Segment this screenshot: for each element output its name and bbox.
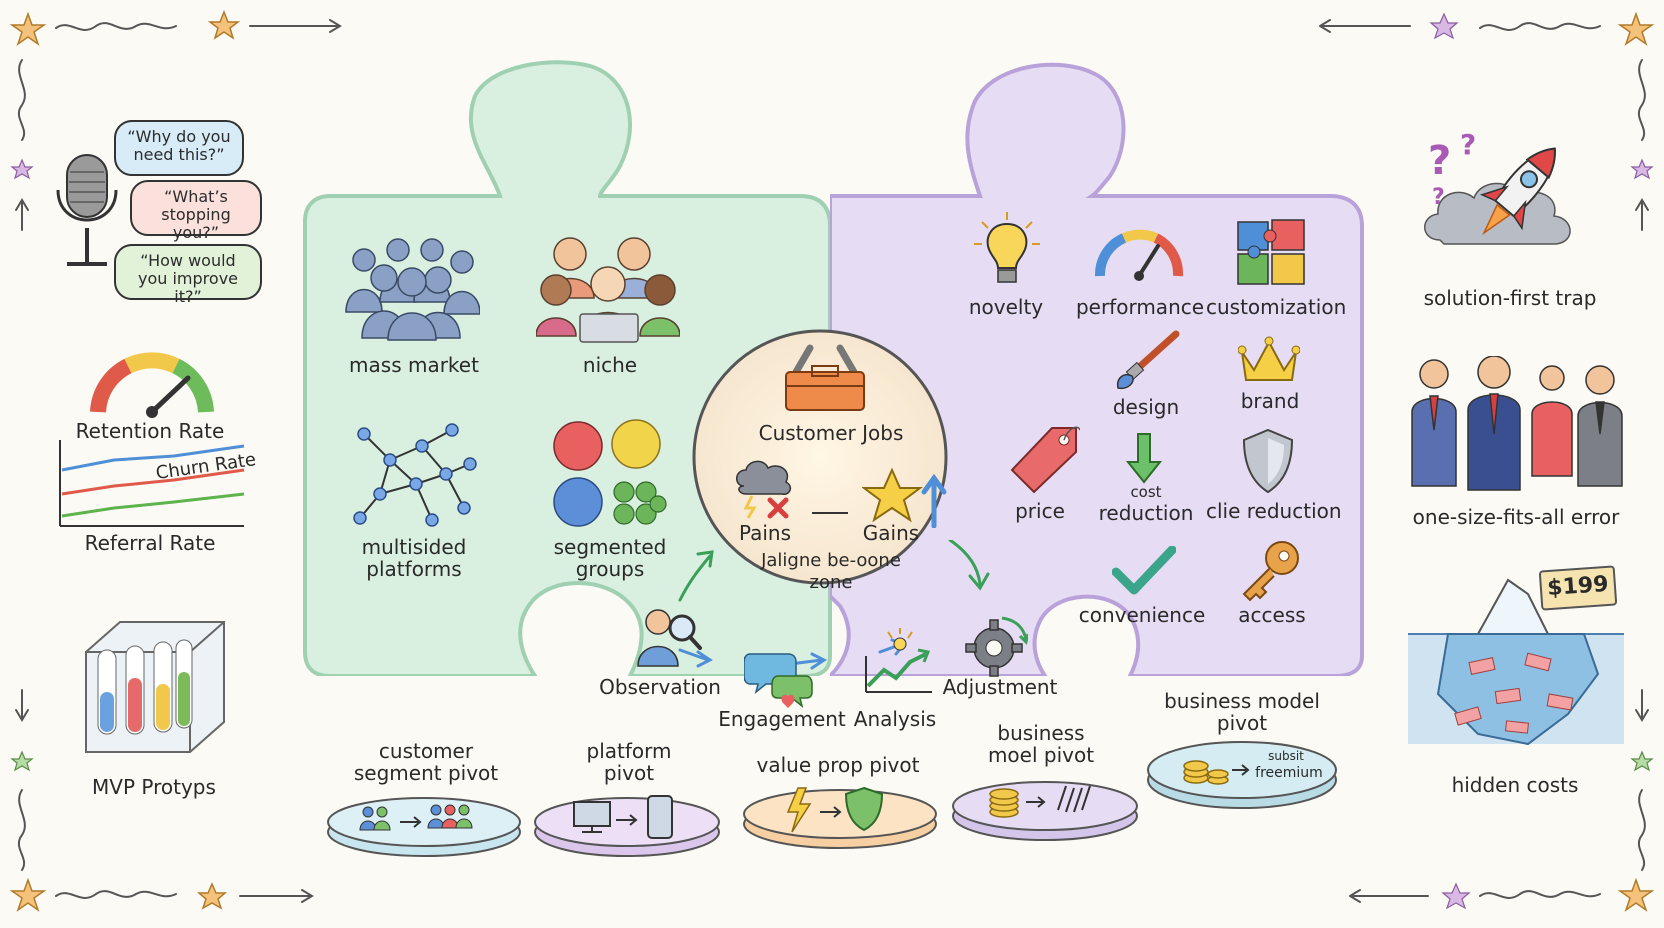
mvp-prototypes-label: MVP Protyps: [92, 775, 216, 799]
storm-cloud-icon: [736, 460, 792, 519]
adjustment-label: Adjustment: [942, 675, 1058, 699]
speedometer-icon: [1095, 229, 1184, 281]
risk-reduction-label: clie reduction: [1206, 499, 1342, 523]
test-tubes-icon: [85, 621, 225, 753]
retention-gauge-icon: [90, 352, 214, 418]
business-model-pivot-label-2: business model pivot: [1164, 689, 1320, 735]
paintbrush-icon: [1116, 330, 1180, 390]
cost-reduction-label: reduction: [1098, 501, 1194, 525]
metrics-line-chart-icon: [59, 440, 245, 527]
interview-bubble-stopping: “What’s stopping you?”: [130, 180, 262, 242]
value-prop-pivot-label: value prop pivot: [756, 753, 920, 777]
customization-label: customization: [1206, 295, 1347, 319]
mass-market-label: mass market: [349, 353, 479, 377]
chat-bubbles-icon: [744, 653, 813, 708]
hidden-costs-label: hidden costs: [1451, 773, 1579, 797]
interview-bubble-improve: “How would you improve it?”: [114, 244, 262, 306]
observation-label: Observation: [599, 675, 721, 699]
segmented-groups-label: segmented groups: [553, 535, 667, 581]
business-model-pivot-pad-2: [1147, 741, 1337, 809]
puzzle-pieces-icon: [1237, 219, 1305, 285]
microphone-icon: [56, 154, 118, 266]
price-label: price: [1015, 499, 1065, 523]
referral-rate-label: Referral Rate: [84, 531, 216, 555]
crowd-icon: [345, 238, 480, 341]
novelty-label: novelty: [968, 295, 1044, 319]
price-tag-icon: [1010, 426, 1080, 494]
performance-label: performance: [1075, 295, 1205, 319]
fit-zone-circle: [692, 329, 948, 585]
svg-text:?: ?: [1460, 130, 1476, 161]
solution-first-trap-label: solution-first trap: [1423, 286, 1597, 310]
price-tag-199-text: $199: [1546, 571, 1610, 602]
niche-group-icon: [536, 237, 680, 343]
segmented-groups-icon: [553, 419, 667, 527]
business-model-pivot-pad-1: [952, 781, 1138, 841]
svg-text:?: ?: [1432, 185, 1445, 210]
engagement-label: Engagement: [718, 707, 846, 731]
multisided-platforms-label: multisided platforms: [361, 535, 467, 581]
checkmark-icon: [1112, 546, 1176, 595]
interview-bubble-why: “Why do you need this?”: [114, 120, 244, 176]
lightbulb-icon: [974, 212, 1040, 283]
business-model-pivot-label-1: business moel pivot: [987, 721, 1095, 767]
platform-pivot-pad: [534, 795, 720, 857]
shield-icon: [1242, 428, 1294, 494]
customer-segment-pivot-pad: [327, 797, 521, 857]
toolbox-icon: [785, 344, 865, 411]
crown-icon: [1238, 336, 1300, 381]
iceberg-icon: [1408, 578, 1624, 746]
gains-label: Gains: [862, 521, 920, 545]
value-proposition-puzzle-piece: [830, 62, 1364, 676]
key-icon: [1242, 541, 1299, 602]
svg-text:?: ?: [1428, 138, 1451, 184]
analysis-chart-icon: [865, 628, 932, 693]
pains-label: Pains: [738, 521, 792, 545]
rocket-storm-icon: ? ? ?: [1424, 130, 1571, 245]
customer-jobs-label: Customer Jobs: [758, 421, 904, 445]
access-label: access: [1238, 603, 1306, 627]
brand-label: brand: [1240, 389, 1300, 413]
cost-label: cost: [1130, 483, 1162, 501]
gains-star-arrow-icon: [862, 467, 947, 528]
fit-zone-label: Jaligne be-oone zone: [761, 550, 901, 593]
subscription-label: subsit: [1268, 749, 1304, 763]
customer-segment-pivot-label: customer segment pivot: [353, 739, 499, 785]
magnifier-person-icon: [637, 609, 702, 667]
convenience-label: convenience: [1078, 603, 1206, 627]
freemium-label: freemium: [1255, 765, 1323, 781]
network-graph-icon: [353, 423, 477, 527]
niche-label: niche: [582, 353, 638, 377]
design-label: design: [1112, 395, 1180, 419]
down-arrow-icon: [1125, 433, 1163, 484]
one-size-fits-all-label: one-size-fits-all error: [1412, 505, 1620, 529]
identical-businessmen-icon: [1411, 356, 1623, 491]
star-icon: [9, 9, 1655, 912]
price-tag-199: $199: [1538, 565, 1618, 611]
pains-gains-divider: [812, 512, 848, 514]
retention-rate-label: Retention Rate: [75, 419, 225, 443]
value-prop-pivot-pad: [743, 786, 937, 849]
gear-icon: [965, 616, 1028, 677]
platform-pivot-label: platform pivot: [586, 739, 672, 785]
analysis-label: Analysis: [853, 707, 937, 731]
